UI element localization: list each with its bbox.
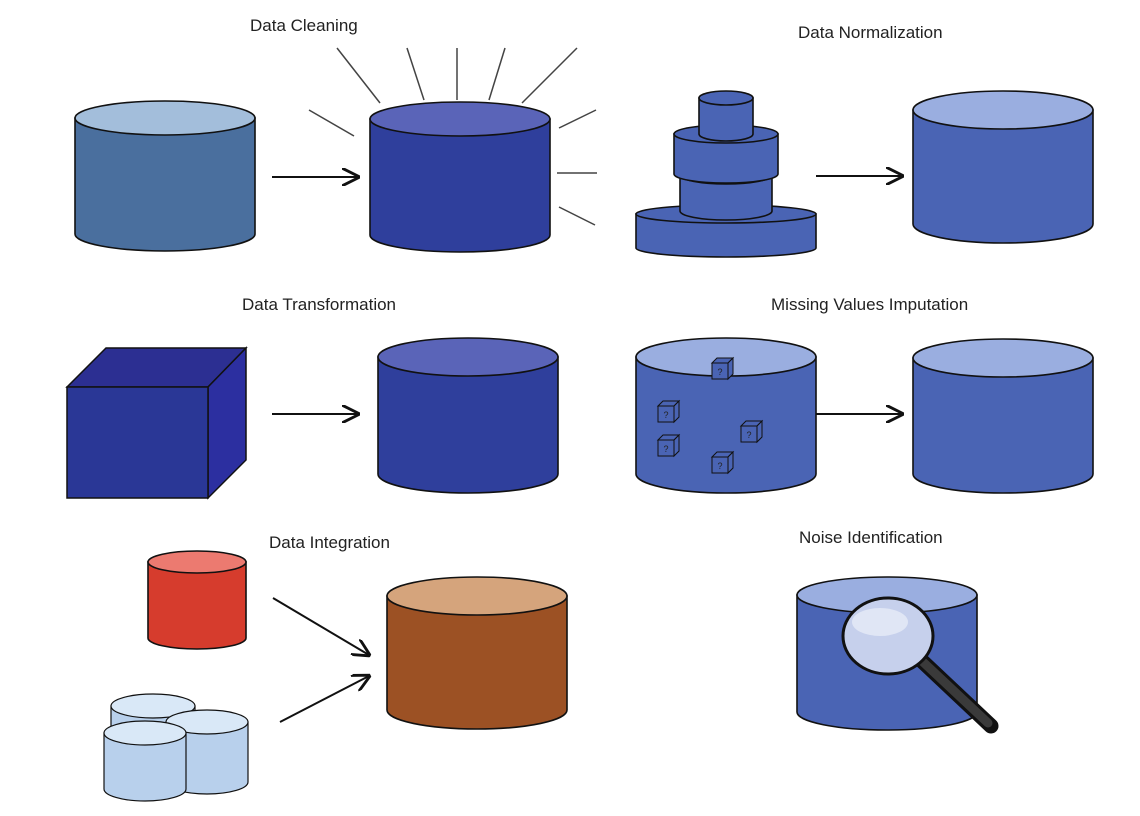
title-data-integration: Data Integration — [269, 533, 390, 552]
incomplete-data-cylinder — [635, 337, 817, 494]
title-data-cleaning: Data Cleaning — [250, 16, 358, 35]
integrated-data-cylinder — [386, 576, 568, 730]
title-missing-values-imputation: Missing Values Imputation — [771, 295, 968, 314]
missing-value-mark: ? — [663, 444, 668, 454]
missing-value-mark: ? — [663, 410, 668, 420]
missing-value-mark: ? — [717, 461, 722, 471]
source-data-cube — [65, 346, 248, 500]
integration-arrow-top — [272, 597, 369, 655]
cleaning-sparkle-rays — [308, 47, 597, 226]
normalized-data-cylinder — [912, 90, 1094, 244]
magnifier-icon — [841, 596, 999, 734]
transformed-data-cylinder — [377, 337, 559, 494]
missing-value-mark: ? — [717, 367, 722, 377]
cleaned-data-cylinder — [369, 101, 551, 253]
title-data-transformation: Data Transformation — [242, 295, 396, 314]
imputed-data-cylinder — [912, 338, 1094, 494]
title-noise-identification: Noise Identification — [799, 528, 943, 547]
red-source-cylinder — [147, 550, 247, 650]
missing-value-markers: ????? — [656, 356, 764, 475]
glass-source-cylinders — [103, 693, 249, 802]
integration-arrow-bottom — [279, 676, 369, 723]
missing-value-mark: ? — [746, 430, 751, 440]
title-data-normalization: Data Normalization — [798, 23, 943, 42]
cleaning-source-cylinder — [74, 100, 256, 252]
uneven-stacked-cylinders — [635, 90, 817, 258]
